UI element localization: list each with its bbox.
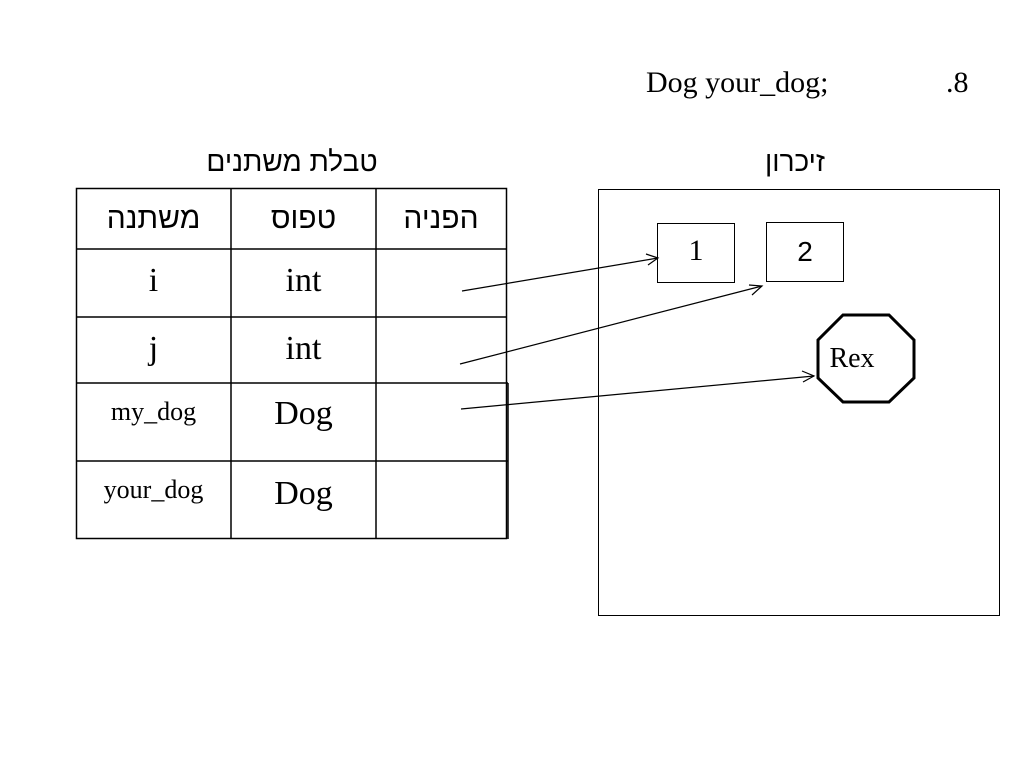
table-row-variable: j xyxy=(148,330,159,367)
table-row-type: Dog xyxy=(274,475,333,512)
table-row-reference xyxy=(376,383,508,461)
table-row-variable: my_dog xyxy=(110,397,197,426)
table-row-type: int xyxy=(285,262,322,299)
table-row-type: int xyxy=(285,330,322,367)
header-type: טפוס xyxy=(270,201,337,235)
header-variable: משתנה xyxy=(106,201,201,235)
table-row-variable: i xyxy=(148,262,159,299)
variable-table-title: טבלת משתנים xyxy=(206,146,378,177)
code-line-number: .8 xyxy=(946,66,969,99)
memory-cell-1: 1 xyxy=(657,223,735,283)
memory-cell-value: 1 xyxy=(688,234,704,267)
table-row-reference xyxy=(376,249,506,317)
memory-cell-2: 2 xyxy=(766,222,844,282)
table-row-reference xyxy=(376,317,506,383)
table-row-variable: your_dog xyxy=(103,475,204,504)
dog-object-octagon xyxy=(816,313,916,404)
memory-cell-value: 2 xyxy=(797,236,813,267)
dog-object-label: Rex xyxy=(829,343,875,374)
table-row-reference xyxy=(376,461,508,539)
table-row-type: Dog xyxy=(274,395,333,432)
memory-title: זיכרון xyxy=(765,146,825,177)
header-reference: הפניה xyxy=(403,201,479,235)
code-statement: Dog your_dog; xyxy=(646,66,829,99)
